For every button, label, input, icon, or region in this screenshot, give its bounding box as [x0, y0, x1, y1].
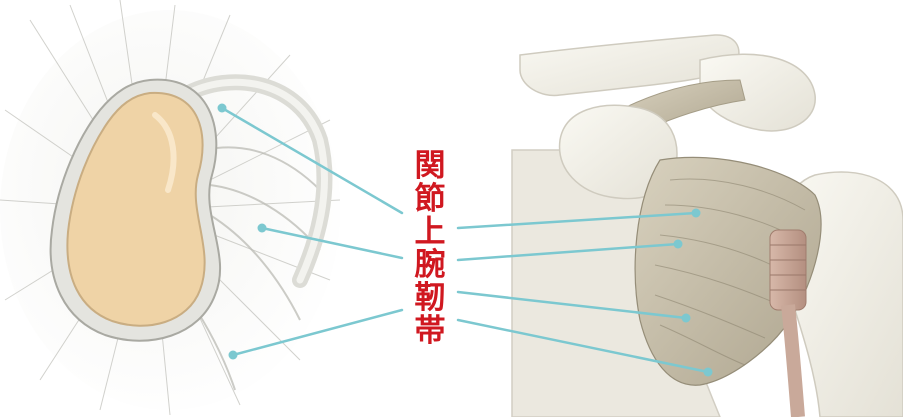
shoulder-model-illustration [512, 35, 903, 417]
leader-dot-left-bottom [229, 351, 238, 360]
label-char-5: 靭 [415, 282, 446, 315]
leader-dot-right-4 [704, 368, 713, 377]
label-char-1: 関 [415, 150, 446, 183]
leader-dot-right-1 [692, 209, 701, 218]
glenohumeral-ligament-label: 関 節 上 腕 靭 帯 [410, 150, 450, 348]
biceps-tendon-sleeve [770, 230, 806, 310]
leader-dot-right-2 [674, 240, 683, 249]
leader-dot-left-top [218, 104, 227, 113]
biceps-long-head-tendon [788, 305, 798, 417]
label-char-3: 上 [415, 216, 446, 249]
label-char-2: 節 [415, 183, 446, 216]
glenoid-face-illustration [0, 0, 340, 415]
label-char-6: 帯 [415, 315, 446, 348]
leader-dot-right-3 [682, 314, 691, 323]
leader-dot-left-middle [258, 224, 267, 233]
label-char-4: 腕 [415, 249, 446, 282]
